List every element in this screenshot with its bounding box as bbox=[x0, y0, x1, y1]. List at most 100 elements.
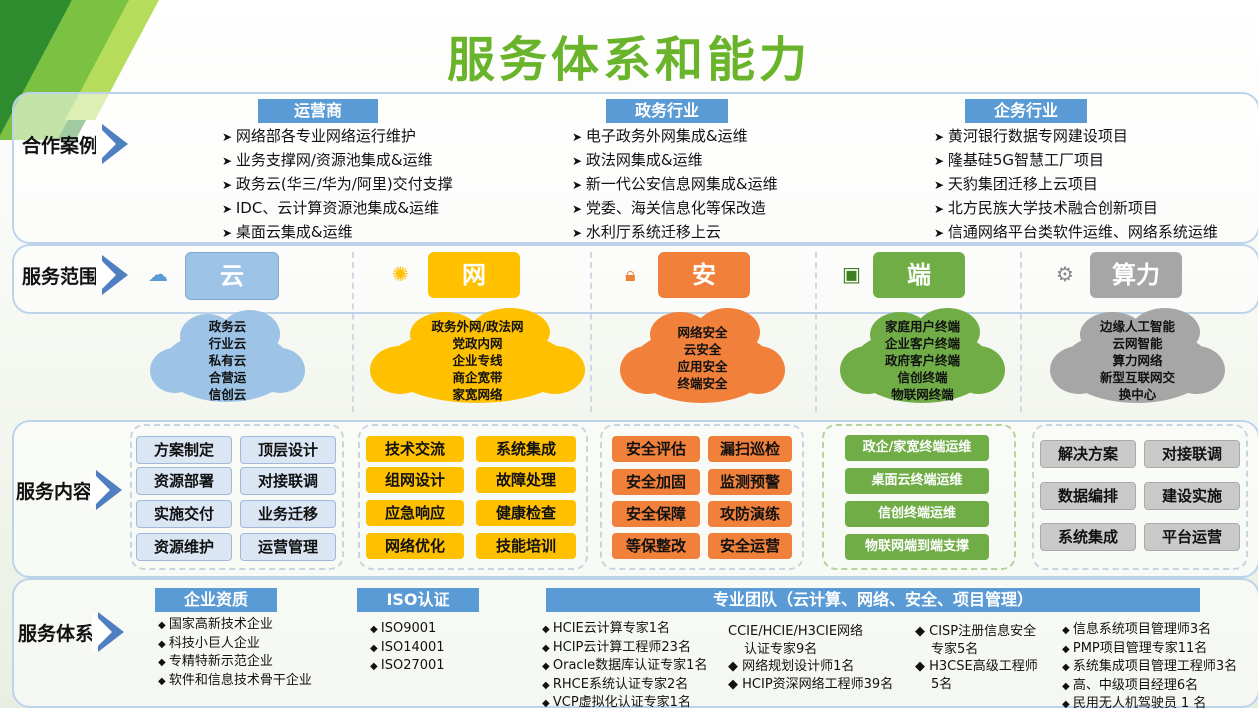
list-item: 高、中级项目经理6名 bbox=[1062, 677, 1237, 696]
list-item: 隆基硅5G智慧工厂项目 bbox=[934, 149, 1218, 173]
list-item: 软件和信息技术骨干企业 bbox=[158, 672, 312, 691]
network-scope-cloud: 政务外网/政法网 党政内网 企业专线 商企宽带 家宽网络 bbox=[370, 308, 585, 408]
monitor-icon: ▣ bbox=[842, 262, 861, 286]
list-item: 新一代公安信息网集成&运维 bbox=[572, 173, 778, 197]
list-item: ◆ 网络规划设计师1名 bbox=[728, 659, 855, 674]
content-chip: 建设实施 bbox=[1144, 482, 1240, 510]
team-header: 专业团队（云计算、网络、安全、项目管理） bbox=[546, 588, 1200, 612]
list-item: 黄河银行数据专网建设项目 bbox=[934, 125, 1218, 149]
team-list-3: ◆ CISP注册信息安全 专家5名 ◆ H3CSE高级工程师 5名 bbox=[915, 623, 1038, 693]
list-item: 信通网络平台类软件运维、网络系统运维 bbox=[934, 221, 1218, 245]
enterprise-header: 企务行业 bbox=[965, 99, 1087, 123]
list-item: 认证专家9名 bbox=[744, 641, 818, 657]
cloud-item: 换中心 bbox=[1118, 387, 1157, 402]
list-item: ◆ CISP注册信息安全 bbox=[915, 624, 1037, 639]
divider bbox=[815, 252, 817, 412]
divider bbox=[590, 252, 592, 412]
category-network[interactable]: 网 bbox=[428, 252, 520, 298]
list-item: 系统集成项目管理工程师3名 bbox=[1062, 658, 1237, 677]
gears-icon: ⚙ bbox=[1056, 262, 1074, 286]
content-chip: 健康检查 bbox=[476, 500, 576, 526]
category-security[interactable]: 安 bbox=[658, 252, 750, 298]
content-chip: 组网设计 bbox=[366, 467, 464, 493]
divider bbox=[352, 252, 354, 412]
content-chip: 应急响应 bbox=[366, 500, 464, 526]
system-row-label: 服务体系 bbox=[18, 612, 125, 652]
government-header: 政务行业 bbox=[606, 99, 728, 123]
list-item: PMP项目管理专家11名 bbox=[1062, 640, 1237, 659]
cloud-item: 物联网终端 bbox=[891, 387, 954, 402]
network-content-box bbox=[358, 424, 588, 570]
iso-header: ISO认证 bbox=[357, 588, 479, 612]
category-compute[interactable]: 算力 bbox=[1090, 252, 1182, 298]
list-item: 电子政务外网集成&运维 bbox=[572, 125, 778, 149]
cloud-content-box bbox=[130, 424, 344, 570]
list-item: 专精特新示范企业 bbox=[158, 653, 312, 672]
cloud-item: 终端安全 bbox=[677, 376, 728, 391]
list-item: 网络部各专业网络运行维护 bbox=[222, 125, 453, 149]
list-item: Oracle数据库认证专家1名 bbox=[542, 657, 708, 676]
content-chip: 运营管理 bbox=[240, 533, 336, 561]
content-chip: 解决方案 bbox=[1040, 440, 1136, 468]
cloud-item: 边缘人工智能 bbox=[1099, 319, 1175, 334]
list-item: 党委、海关信息化等保改造 bbox=[572, 197, 778, 221]
content-chip: 故障处理 bbox=[476, 467, 576, 493]
chevron-right-icon bbox=[96, 255, 129, 295]
chevron-right-icon bbox=[96, 124, 129, 164]
security-scope-cloud: 网络安全 云安全 应用安全 终端安全 bbox=[620, 308, 785, 408]
cloud-scope-cloud: 政务云 行业云 私有云 合营运 信创云 bbox=[150, 308, 305, 408]
cloud-item: 家庭用户终端 bbox=[884, 319, 960, 334]
cloud-item: 政务外网/政法网 bbox=[431, 319, 524, 334]
cloud-item: 算力网络 bbox=[1112, 353, 1163, 368]
content-chip: 物联网端到端支撑 bbox=[845, 534, 989, 560]
content-chip: 系统集成 bbox=[476, 436, 576, 462]
page-title: 服务体系和能力 bbox=[446, 32, 811, 88]
terminal-content-box bbox=[822, 424, 1016, 570]
list-item: 民用无人机驾驶员 1 名 bbox=[1062, 695, 1237, 714]
chevron-right-icon bbox=[90, 470, 123, 510]
qualification-list: 国家高新技术企业 科技小巨人企业 专精特新示范企业 软件和信息技术骨干企业 bbox=[158, 616, 312, 690]
content-chip: 资源维护 bbox=[136, 533, 232, 561]
content-chip: 平台运营 bbox=[1144, 523, 1240, 551]
cloud-item: 行业云 bbox=[208, 336, 247, 351]
content-chip: 技术交流 bbox=[366, 436, 464, 462]
list-item: 专家5名 bbox=[931, 641, 979, 657]
content-chip: 安全评估 bbox=[612, 436, 700, 462]
cloud-item: 商企宽带 bbox=[452, 370, 503, 385]
cloud-item: 党政内网 bbox=[452, 336, 503, 351]
list-item: 国家高新技术企业 bbox=[158, 616, 312, 635]
cases-label: 合作案例 bbox=[22, 134, 99, 157]
list-item: ISO14001 bbox=[370, 639, 445, 658]
cloud-item: 信创终端 bbox=[897, 370, 948, 385]
compute-content-box bbox=[1032, 424, 1248, 570]
content-chip: 系统集成 bbox=[1040, 523, 1136, 551]
category-terminal[interactable]: 端 bbox=[873, 252, 965, 298]
category-cloud[interactable]: 云 bbox=[185, 252, 279, 300]
content-chip: 业务迁移 bbox=[240, 500, 336, 528]
content-chip: 信创终端运维 bbox=[845, 501, 989, 527]
list-item: 天豹集团迁移上云项目 bbox=[934, 173, 1218, 197]
list-item: 信息系统项目管理师3名 bbox=[1062, 621, 1237, 640]
scope-row-label: 服务范围 bbox=[22, 255, 129, 295]
scope-label: 服务范围 bbox=[22, 265, 99, 288]
list-item: RHCE系统认证专家2名 bbox=[542, 676, 707, 695]
cloud-item: 信创云 bbox=[208, 387, 247, 402]
content-chip: 网络优化 bbox=[366, 533, 464, 559]
content-chip: 实施交付 bbox=[136, 500, 232, 528]
iso-list: ISO9001 ISO14001 ISO27001 bbox=[370, 620, 445, 676]
team-list-1: HCIE云计算专家1名 HCIP云计算工程师23名 Oracle数据库认证专家1… bbox=[542, 620, 708, 713]
content-chip: 资源部署 bbox=[136, 467, 232, 495]
team-list-4: 信息系统项目管理师3名 PMP项目管理专家11名 系统集成项目管理工程师3名 高… bbox=[1062, 621, 1237, 714]
cloud-item: 家宽网络 bbox=[452, 387, 503, 402]
compute-scope-cloud: 边缘人工智能 云网智能 算力网络 新型互联网交 换中心 bbox=[1050, 308, 1225, 408]
content-chip: 桌面云终端运维 bbox=[845, 468, 989, 494]
content-row-label: 服务内容 bbox=[16, 470, 123, 510]
terminal-scope-cloud: 家庭用户终端 企业客户终端 政府客户终端 信创终端 物联网终端 bbox=[840, 308, 1005, 408]
cloud-item: 合营运 bbox=[208, 370, 247, 385]
list-item: 桌面云集成&运维 bbox=[222, 221, 453, 245]
cloud-item: 新型互联网交 bbox=[1099, 370, 1175, 385]
cloud-lightning-icon: ☁ bbox=[148, 262, 168, 286]
cloud-item: 网络安全 bbox=[677, 325, 728, 340]
cloud-item: 云网智能 bbox=[1112, 336, 1163, 351]
content-chip: 漏扫巡检 bbox=[708, 436, 792, 462]
